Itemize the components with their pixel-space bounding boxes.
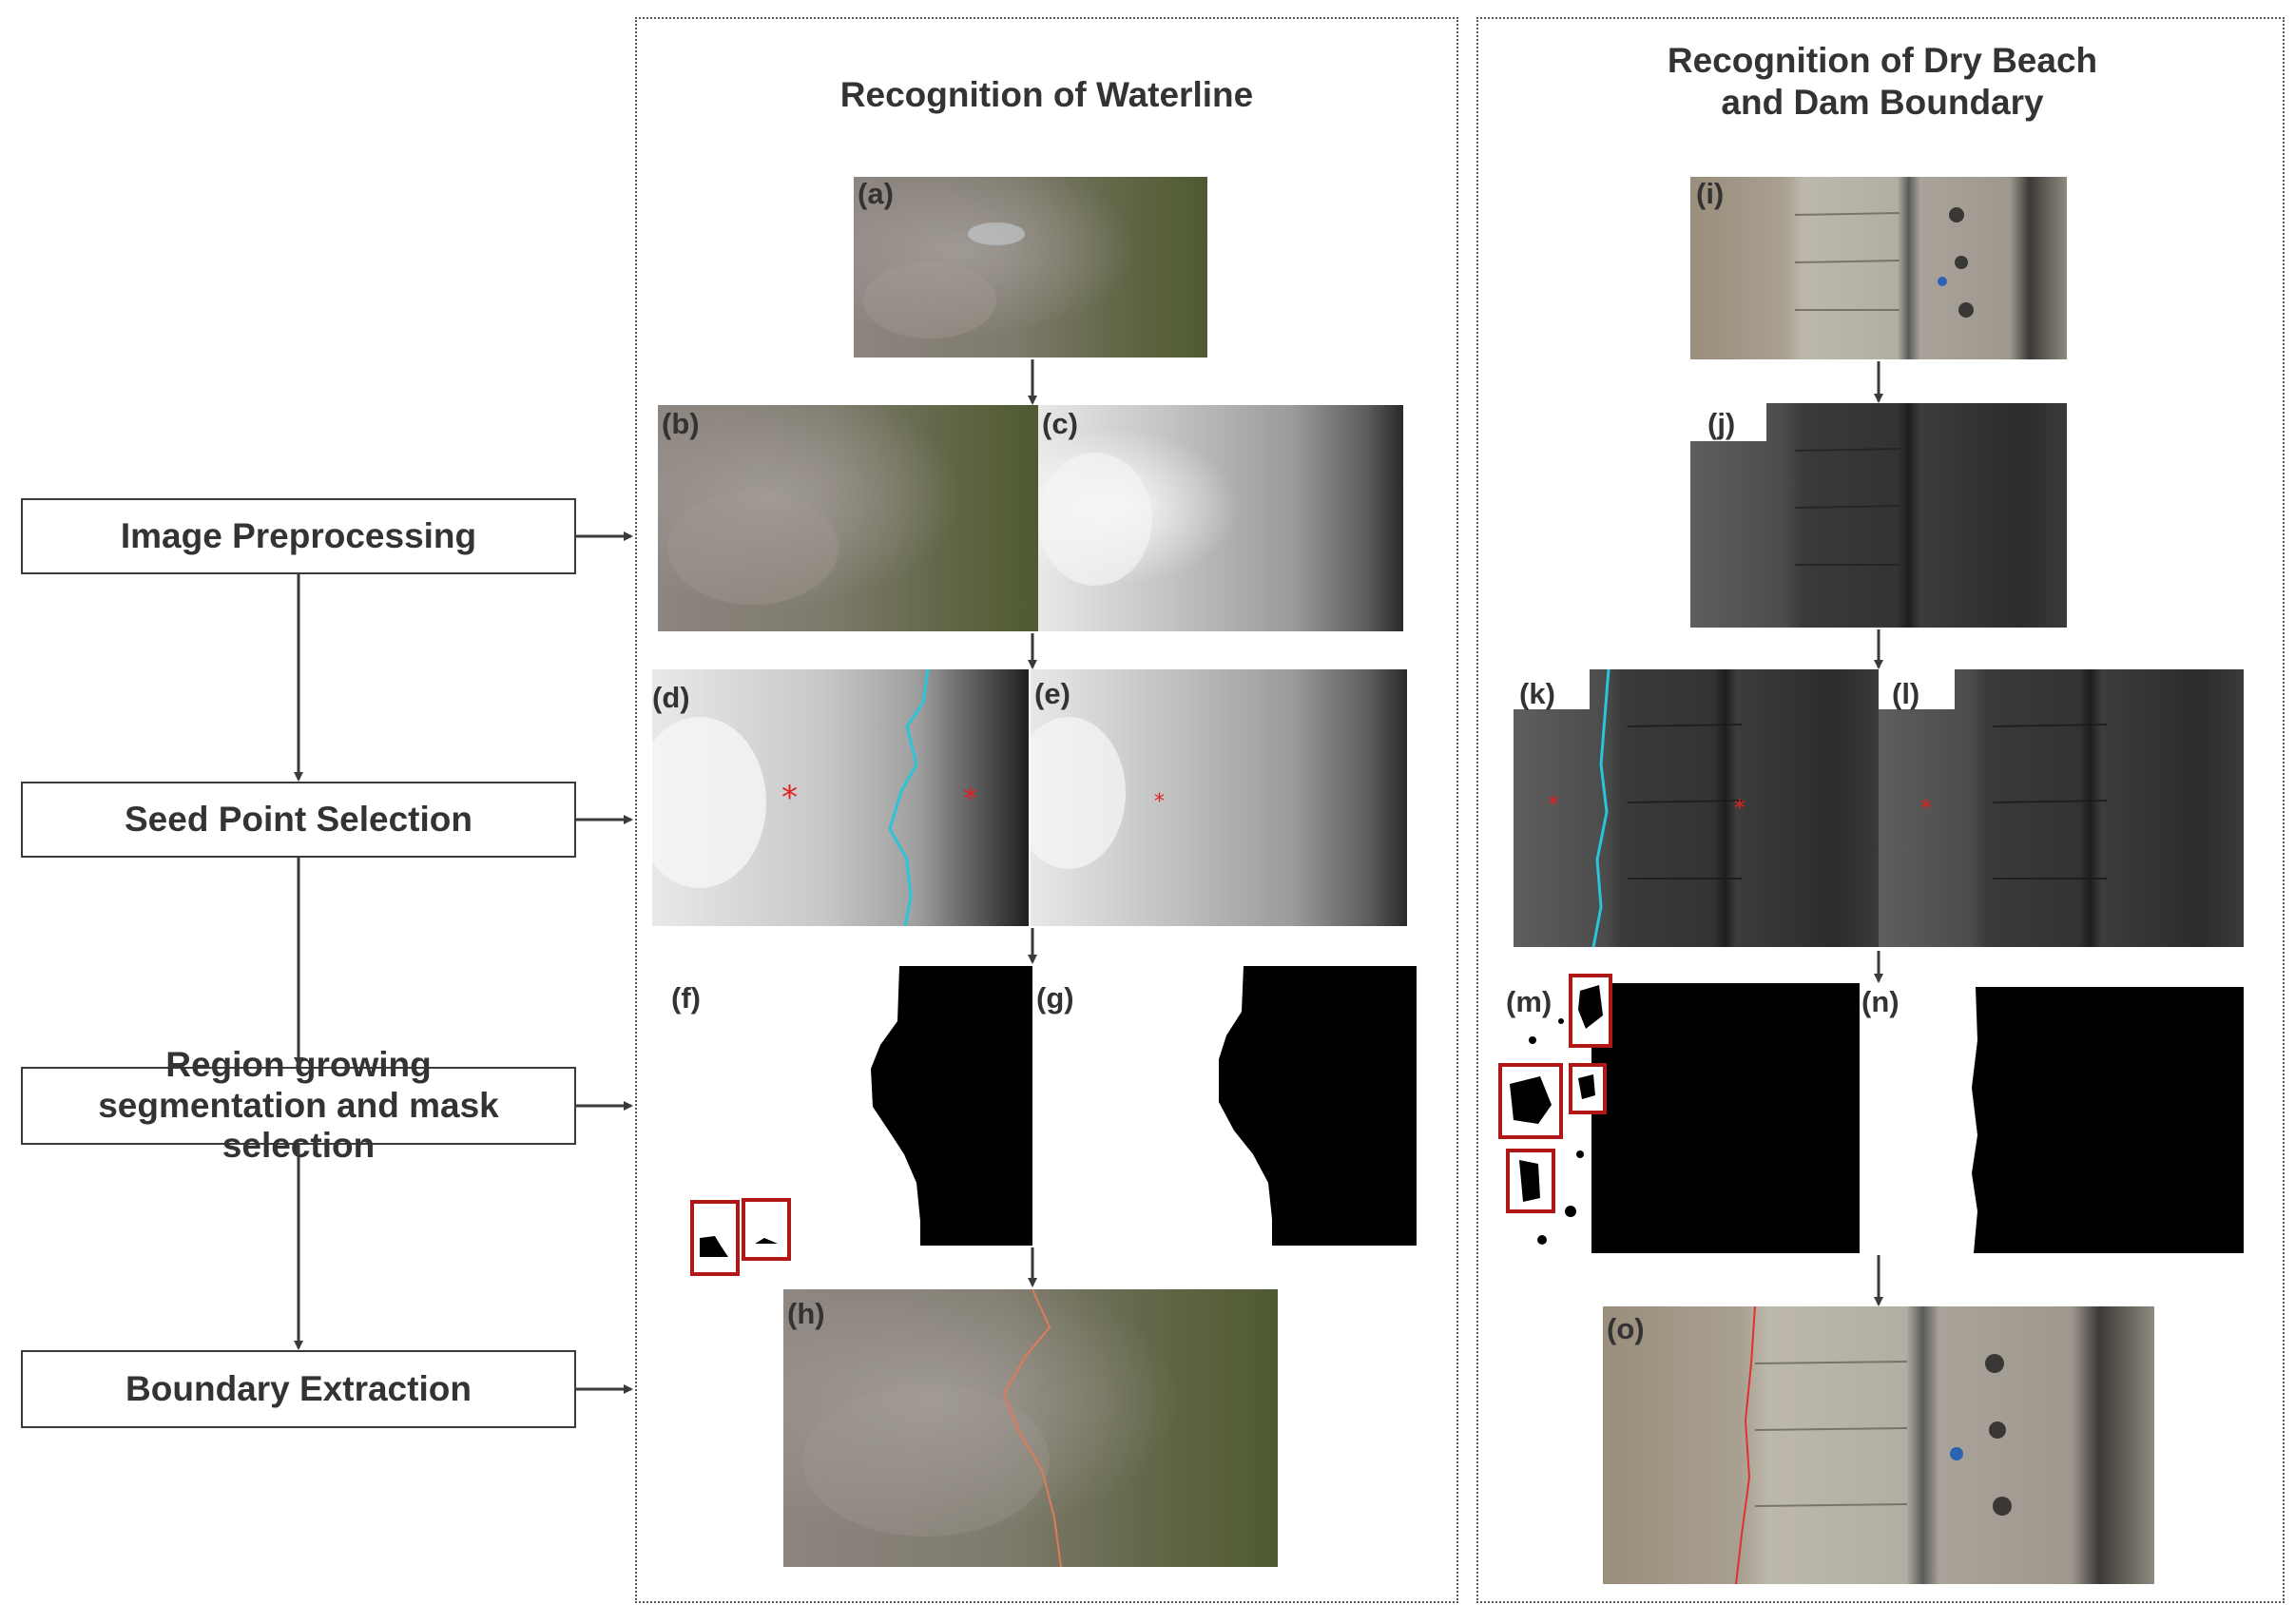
- image-c-water-grayscale: [1038, 405, 1403, 631]
- svg-text:*: *: [781, 779, 798, 817]
- svg-text:*: *: [1920, 795, 1932, 822]
- label-d: (d): [652, 681, 690, 714]
- image-j-drybeach-grayscale: [1690, 403, 2067, 628]
- image-h-waterline-result: [783, 1289, 1278, 1567]
- label-m: (m): [1506, 985, 1552, 1018]
- image-o-boundary-result: [1603, 1306, 2154, 1584]
- label-j: (j): [1707, 407, 1736, 440]
- svg-text:*: *: [1734, 795, 1745, 822]
- svg-text:*: *: [1548, 791, 1559, 818]
- highlight-box-m-1: [1569, 974, 1612, 1048]
- waterline-panel-title: Recognition of Waterline: [839, 75, 1254, 114]
- step-region-growing: Region growing segmentation and mask sel…: [21, 1045, 576, 1165]
- label-o: (o): [1607, 1312, 1645, 1345]
- svg-text:*: *: [1154, 790, 1165, 814]
- highlight-box-f-left: [690, 1200, 740, 1276]
- highlight-box-m-3: [1569, 1063, 1607, 1114]
- image-e-seed-point: *: [1031, 669, 1407, 926]
- label-c: (c): [1042, 407, 1078, 440]
- image-n-mask: [1861, 983, 2244, 1253]
- label-e: (e): [1034, 677, 1070, 710]
- drybeach-panel: [1476, 17, 2285, 1603]
- image-f-mask: [671, 964, 1032, 1246]
- highlight-box-m-2: [1498, 1063, 1563, 1139]
- image-a-water-rgb: [854, 177, 1207, 358]
- label-b: (b): [662, 407, 700, 440]
- image-g-mask: [1032, 964, 1417, 1246]
- label-a: (a): [858, 177, 894, 210]
- label-i: (i): [1696, 177, 1725, 210]
- label-n: (n): [1861, 985, 1900, 1018]
- label-f: (f): [671, 981, 701, 1015]
- label-k: (k): [1519, 677, 1555, 710]
- label-g: (g): [1036, 981, 1074, 1015]
- step-seed-point-selection: Seed Point Selection: [21, 782, 576, 858]
- label-l: (l): [1892, 677, 1920, 710]
- svg-text:*: *: [963, 783, 977, 816]
- label-h: (h): [787, 1297, 825, 1330]
- waterline-panel: [635, 17, 1458, 1603]
- image-k-seed-points-boundary: * *: [1514, 669, 1879, 947]
- image-b-water-rgb: [658, 405, 1038, 631]
- highlight-box-m-4: [1506, 1149, 1555, 1213]
- image-i-drybeach-rgb: [1690, 177, 2067, 359]
- highlight-box-f-right: [742, 1198, 791, 1261]
- image-d-seed-points-waterline: * *: [652, 669, 1029, 926]
- image-l-seed-point: *: [1879, 669, 2244, 947]
- drybeach-panel-title: Recognition of Dry Beach and Dam Boundar…: [1667, 41, 2098, 123]
- step-boundary-extraction: Boundary Extraction: [21, 1350, 576, 1428]
- step-image-preprocessing: Image Preprocessing: [21, 498, 576, 574]
- image-m-mask: [1514, 983, 1860, 1253]
